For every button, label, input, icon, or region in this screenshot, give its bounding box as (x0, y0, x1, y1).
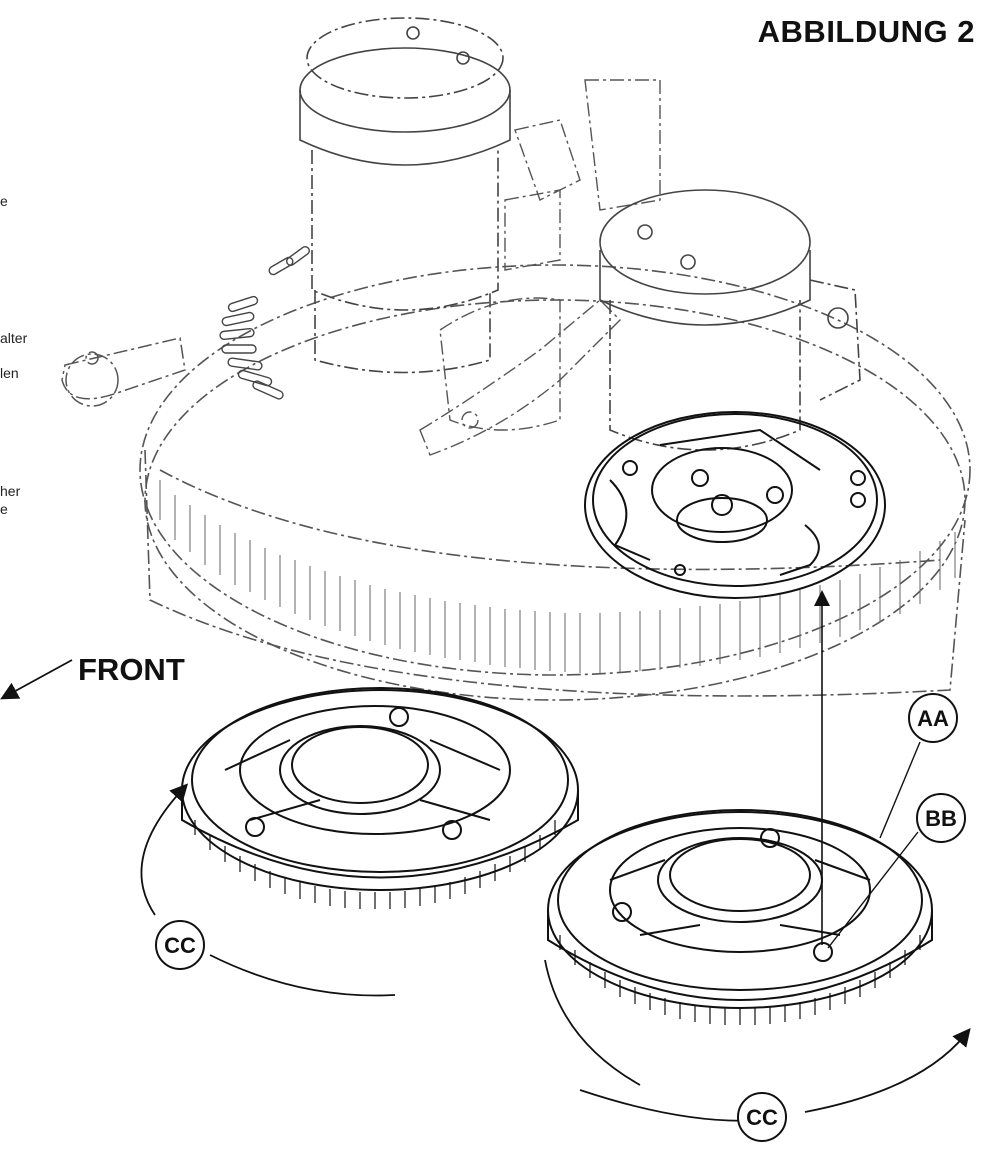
brush-holder-left-teeth (194, 820, 556, 909)
motor-left (299, 17, 511, 374)
motor-right (599, 189, 861, 451)
pivot-arm (61, 337, 186, 407)
svg-text:BB: BB (925, 806, 957, 831)
callout-cc-left: CC (155, 920, 205, 970)
callout-aa: AA (908, 693, 958, 743)
front-direction-label: FRONT (78, 652, 185, 687)
brush-holder-left (181, 687, 579, 891)
callout-bb: BB (916, 793, 966, 843)
rotation-arrows (140, 783, 971, 1122)
svg-text:AA: AA (917, 706, 949, 731)
side-text-fragment: e (0, 193, 8, 209)
svg-text:CC: CC (164, 933, 196, 958)
center-linkage (419, 79, 661, 456)
callout-cc-right: CC (737, 1092, 787, 1142)
machine-body (139, 264, 971, 701)
side-text-fragment: len (0, 365, 19, 381)
vent-slots (219, 246, 310, 400)
drive-hub (584, 411, 886, 599)
figure-title: ABBILDUNG 2 (757, 14, 975, 49)
side-text-fragment: her (0, 483, 21, 499)
side-text-fragment: alter (0, 330, 28, 346)
svg-text:CC: CC (746, 1105, 778, 1130)
callout-leaders (827, 741, 921, 949)
brush-holder-right-teeth (559, 935, 921, 1025)
skirt-ticks (159, 480, 956, 673)
side-text-fragment: e (0, 501, 8, 517)
front-arrow-icon (0, 659, 73, 700)
